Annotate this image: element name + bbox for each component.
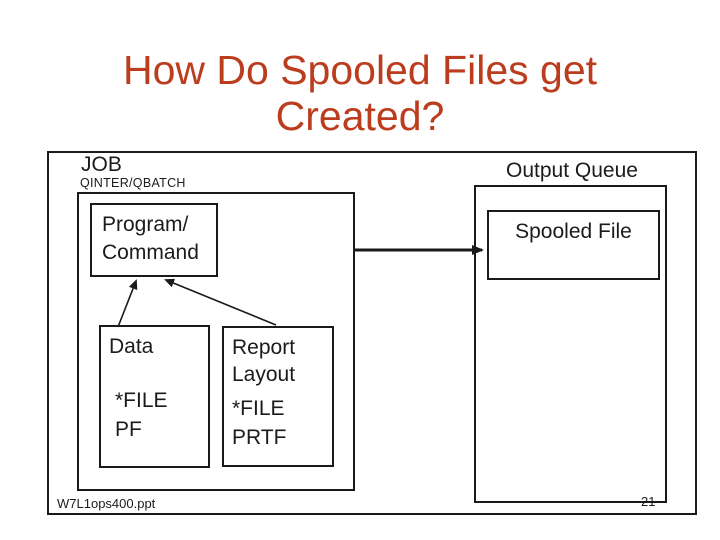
spooled-file-label: Spooled File (515, 220, 632, 243)
output-queue-label: Output Queue (506, 159, 638, 182)
job-subsystems-label: QINTER/QBATCH (80, 176, 186, 190)
report-layout-box: Report Layout *FILE PRTF (222, 326, 334, 467)
slide-title-line-1: How Do Spooled Files get (122, 47, 598, 93)
data-label: Data (109, 335, 154, 358)
slide-title: How Do Spooled Files get Created? (0, 47, 720, 139)
report-layout-label: Report Layout (232, 334, 332, 388)
data-file-attr: PF (115, 418, 142, 441)
output-queue-box (474, 185, 667, 503)
footer-filename: W7L1ops400.ppt (57, 496, 156, 511)
program-command-box: Program/ Command (90, 203, 218, 277)
program-command-line-2: Command (102, 241, 199, 264)
report-file-info: *FILE PRTF (232, 394, 332, 452)
diagram-frame (47, 151, 697, 515)
slide-title-line-2: Created? (275, 93, 445, 139)
spooled-file-box: Spooled File (487, 210, 660, 280)
report-layout-line-1: Report (232, 336, 296, 359)
program-command-line-1: Program/ (102, 213, 189, 236)
job-boundary-box (77, 192, 355, 491)
report-layout-line-2: Layout (232, 363, 296, 386)
report-file-attr: PRTF (232, 426, 287, 449)
report-file-type: *FILE (232, 397, 285, 420)
job-label: JOB (81, 153, 122, 176)
data-box: Data *FILE PF (99, 325, 210, 468)
data-file-info: *FILE PF (115, 386, 208, 444)
data-file-type: *FILE (115, 389, 168, 412)
page-number: 21 (641, 494, 656, 509)
